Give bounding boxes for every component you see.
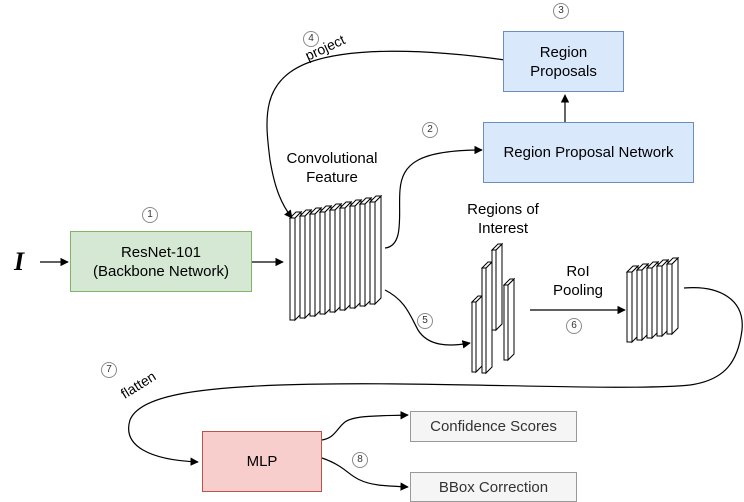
convolutional-feature-stack: [288, 194, 383, 322]
roi-pooled-feature-stack: [625, 256, 680, 344]
arrow-flatten-to-mlp: [128, 287, 743, 466]
arrow-mlp-to-bbox: [321, 457, 409, 491]
step-7-badge: 7: [101, 362, 117, 378]
roi-sheet: [490, 242, 504, 332]
conv-feature-sheet: [338, 200, 353, 312]
step-1-badge: 1: [142, 207, 158, 223]
arrow-features-to-rpn: [384, 145, 483, 249]
arrow-features-to-rois: [384, 289, 471, 349]
pooled-feature-sheet: [665, 256, 680, 336]
roi-sheet: [480, 260, 494, 375]
pooled-feature-sheet: [625, 264, 640, 344]
conv-feature-sheet: [288, 210, 303, 322]
roi-pooling-label: RoI Pooling: [552, 263, 604, 299]
arrow-mlp-to-confidence: [321, 411, 409, 441]
step-4-badge: 4: [303, 31, 319, 47]
step-8-badge: 8: [352, 452, 368, 468]
backbone-network-box: ResNet-101 (Backbone Network): [70, 231, 252, 292]
step-5-badge: 5: [417, 313, 433, 329]
pooled-feature-sheet: [655, 258, 670, 338]
pooled-feature-sheet: [645, 260, 660, 340]
roi-sheet: [470, 294, 484, 374]
conv-feature-sheet: [358, 196, 373, 308]
mlp-box: MLP: [202, 431, 322, 492]
regions-of-interest-stack: [470, 242, 516, 375]
conv-feature-sheet: [328, 202, 343, 314]
regions-of-interest-label: Regions of Interest: [467, 201, 539, 237]
region-proposals-box: Region Proposals: [503, 31, 624, 92]
bbox-correction-box: BBox Correction: [410, 472, 577, 502]
step-3-badge: 3: [553, 3, 569, 19]
conv-feature-sheet: [368, 194, 383, 306]
input-image-symbol: I: [14, 247, 25, 276]
region-proposal-network-box: Region Proposal Network: [483, 122, 694, 183]
pooled-feature-sheet: [635, 262, 650, 342]
conv-feature-sheet: [348, 198, 363, 310]
confidence-scores-box: Confidence Scores: [410, 411, 577, 442]
conv-feature-sheet: [298, 208, 313, 320]
step-2-badge: 2: [422, 122, 438, 138]
step-6-badge: 6: [566, 318, 582, 334]
conv-feature-sheet: [308, 206, 323, 318]
conv-feature-sheet: [318, 204, 333, 316]
convolutional-feature-label: Convolutional Feature: [286, 150, 378, 186]
arrow-project-to-features: [266, 50, 506, 219]
roi-sheet: [502, 277, 516, 362]
